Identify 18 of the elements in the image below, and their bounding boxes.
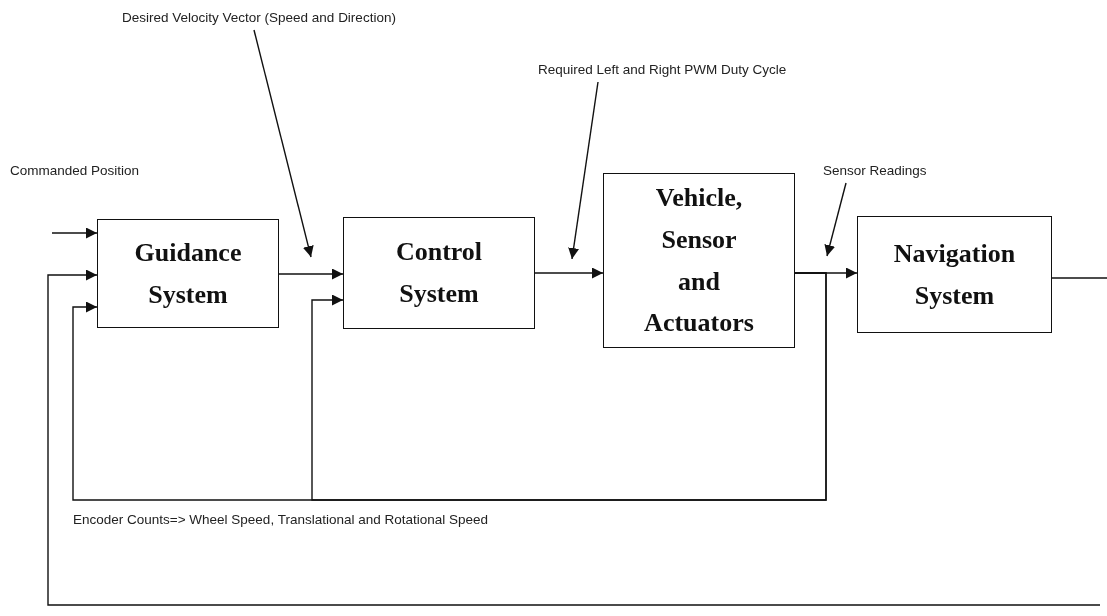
arrow [51,227,98,239]
signal-label: Required Left and Right PWM Duty Cycle [538,62,787,82]
process-box: Navigation System [857,216,1052,333]
arrow [534,267,604,279]
arrow [278,268,344,280]
process-box: Guidance System [97,219,279,328]
leader-arrow [253,29,314,258]
process-box: Control System [343,217,535,329]
arrow [311,272,827,501]
leader-arrow [824,182,847,257]
input-label: Commanded Position [10,163,140,178]
leader-arrow [568,81,599,260]
arrow [47,269,1101,606]
signal-label: Sensor Readings [823,163,927,183]
signal-label: Desired Velocity Vector (Speed and Direction) [122,10,396,30]
connector-line [1051,277,1107,279]
process-box: Vehicle, Sensor and Actuators [603,173,795,348]
feedback-label: Encoder Counts=> Wheel Speed, Translational and Rotational Speed [73,512,489,527]
